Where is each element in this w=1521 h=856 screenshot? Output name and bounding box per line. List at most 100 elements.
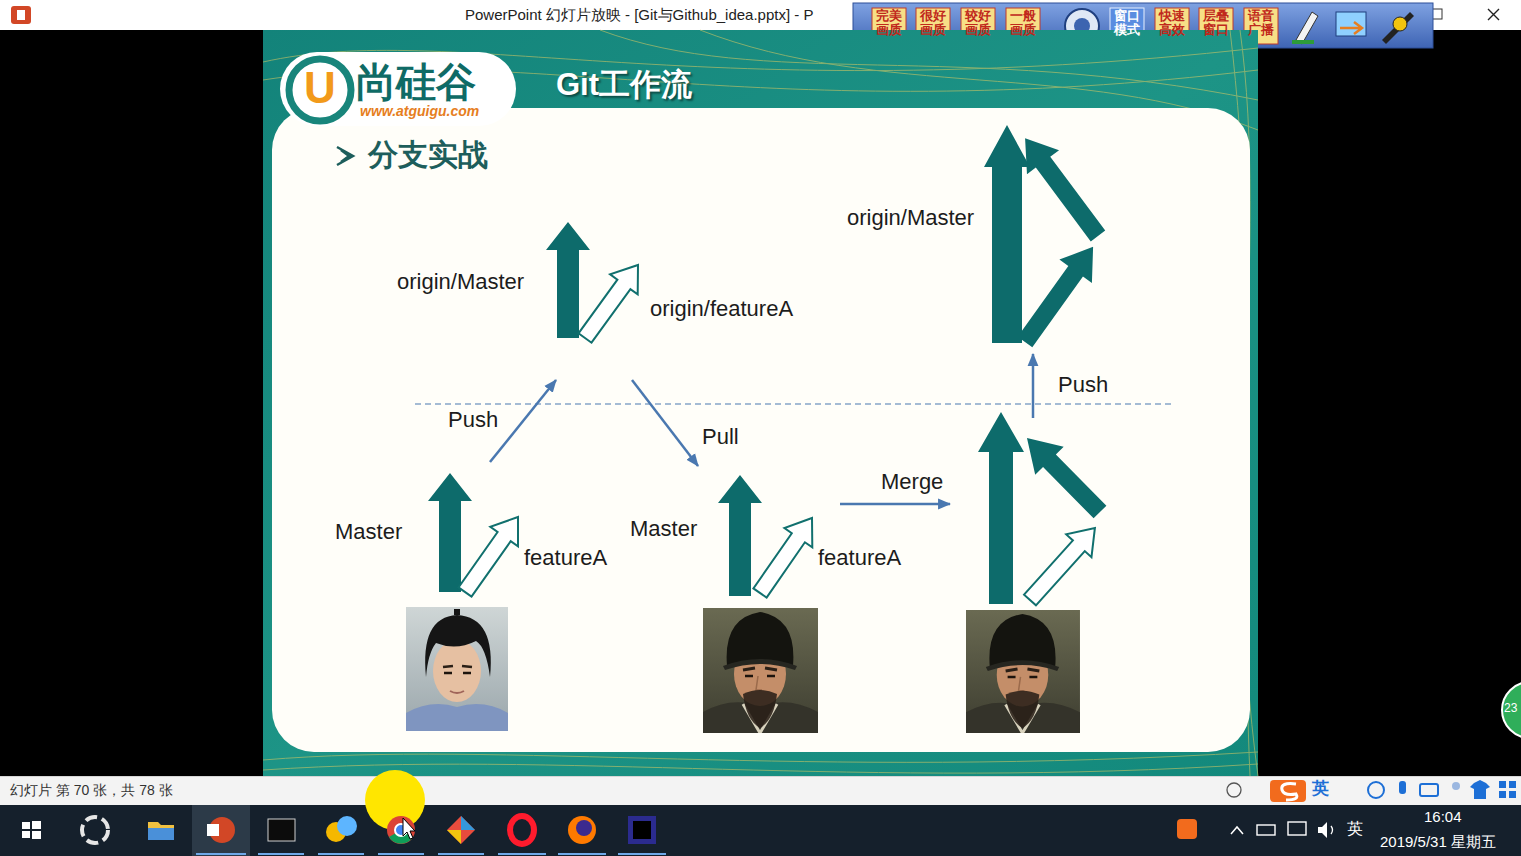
section-heading: 分支实战 — [368, 137, 488, 173]
window-title: PowerPoint 幻灯片放映 - [Git与Github_idea.pptx… — [465, 6, 813, 24]
side-badge — [1502, 682, 1521, 738]
branch-name: origin/Master — [847, 205, 974, 231]
ime-mode: 英 — [1312, 779, 1329, 799]
branch-name: featureA — [524, 545, 607, 571]
ime-user-icon — [1452, 782, 1460, 790]
status-bar — [0, 776, 1521, 805]
pen-icon-base — [1292, 40, 1314, 44]
mouse-cursor — [403, 818, 415, 839]
app-icon — [11, 6, 31, 24]
branch-name: featureA — [818, 545, 901, 571]
logo-letter: U — [304, 62, 336, 115]
merge-arrow — [840, 503, 950, 506]
merge-history-arrow — [1009, 235, 1110, 353]
ime-grid-icon — [1509, 781, 1516, 788]
ime-icon — [1368, 782, 1384, 798]
taskbar-icon — [268, 819, 295, 841]
stick-icon — [1382, 12, 1414, 44]
remote-local-divider — [415, 403, 1172, 404]
active-task — [192, 805, 250, 856]
content-panel — [272, 108, 1250, 752]
tray-volume — [1318, 822, 1327, 838]
toolbar-label: 很好画质 — [919, 9, 947, 38]
step-label: Push — [1058, 372, 1108, 398]
branch-arrow-shape — [692, 466, 907, 598]
hollow-branch-arrow — [579, 265, 639, 343]
branch-name: origin/Master — [397, 269, 524, 295]
branch-arrow-shape — [842, 120, 1032, 346]
status-bar-border — [0, 776, 1521, 777]
branch-arrow: featureA — [692, 466, 907, 598]
taskbar-icon — [148, 828, 174, 840]
slide-counter: 幻灯片 第 70 张，共 78 张 — [10, 782, 173, 799]
taskbar-icon — [628, 816, 656, 844]
slide-title: Git工作流 — [556, 66, 692, 103]
taskbar-icon — [337, 816, 357, 836]
taskbar-icon — [148, 822, 174, 840]
merge-history-arrow — [1009, 126, 1114, 248]
toolbar-label: 层叠窗口 — [1202, 9, 1230, 38]
start-button — [22, 821, 41, 839]
toolbar-label: 语音广播 — [1247, 9, 1275, 38]
logo-ring — [289, 59, 351, 121]
taskbar-icon — [510, 816, 534, 844]
branch-arrow: origin/Master — [842, 120, 1032, 346]
clock-time: 16:04 — [1424, 808, 1462, 826]
toolbar-label: 窗口模式 — [1113, 9, 1141, 38]
toolbar-label: 完美画质 — [875, 9, 903, 38]
ime-grid-icon — [1499, 791, 1506, 798]
bullet-arrow — [337, 147, 353, 165]
branch-name: Master — [630, 516, 697, 542]
branch-name: Master — [335, 519, 402, 545]
slide-background — [263, 30, 1258, 776]
ime-keyboard-icon — [1420, 784, 1438, 796]
toolbar-label: 一般画质 — [1009, 9, 1037, 38]
branch-arrow-shape — [455, 462, 615, 598]
flow-arrow — [632, 380, 698, 466]
taskbar-icon — [82, 817, 108, 843]
developer-portrait — [406, 607, 508, 731]
feature-branch-arrow — [1017, 517, 1107, 612]
logo-pill — [280, 52, 516, 126]
toolbar-label: 快速高效 — [1158, 9, 1186, 38]
ime-skin-icon — [1470, 780, 1490, 799]
taskbar-icon — [568, 816, 596, 844]
screen-icon-arrow — [1340, 22, 1362, 34]
solid-branch-arrow — [428, 473, 472, 592]
manager-portrait — [966, 610, 1080, 733]
step-label: Pull — [699, 424, 742, 450]
hollow-branch-arrow — [459, 517, 519, 597]
tray-battery — [1257, 825, 1275, 835]
taskbar-icon — [461, 816, 475, 830]
logo-name: 尚硅谷 — [356, 58, 476, 106]
ime-mic-icon — [1399, 781, 1406, 794]
logo-url: www.atguigu.com — [360, 103, 479, 120]
close-button — [1488, 9, 1499, 20]
local-master-arrow — [978, 412, 1024, 604]
tray-ime-mode: 英 — [1347, 819, 1363, 838]
taskbar-icon — [447, 816, 475, 844]
ime-grid-icon — [1499, 781, 1506, 788]
hollow-branch-arrow — [753, 518, 812, 598]
toolbar-label: 较好画质 — [964, 9, 992, 38]
merge-commit-arrow — [1013, 424, 1115, 526]
branch-arrow: Master — [330, 468, 480, 596]
screen-icon — [1336, 12, 1366, 36]
taskbar-icon — [633, 821, 651, 839]
running-indicators — [196, 853, 666, 855]
step-label: Push — [445, 407, 501, 433]
taskbar — [0, 805, 1521, 856]
ime-logo-mark — [1282, 784, 1297, 800]
clock-date: 2019/5/31 星期五 — [1380, 833, 1496, 851]
branch-arrow: origin/Master — [392, 218, 597, 342]
badge-number: 23 — [1504, 701, 1517, 715]
flow-arrow-line — [632, 380, 698, 466]
tray-network — [1288, 822, 1306, 835]
status-icon — [1227, 783, 1241, 797]
taskbar-icon — [387, 816, 415, 844]
decor-swirls — [263, 30, 1258, 776]
branch-arrow: origin/featureA — [550, 262, 805, 380]
solid-branch-arrow — [984, 125, 1030, 343]
